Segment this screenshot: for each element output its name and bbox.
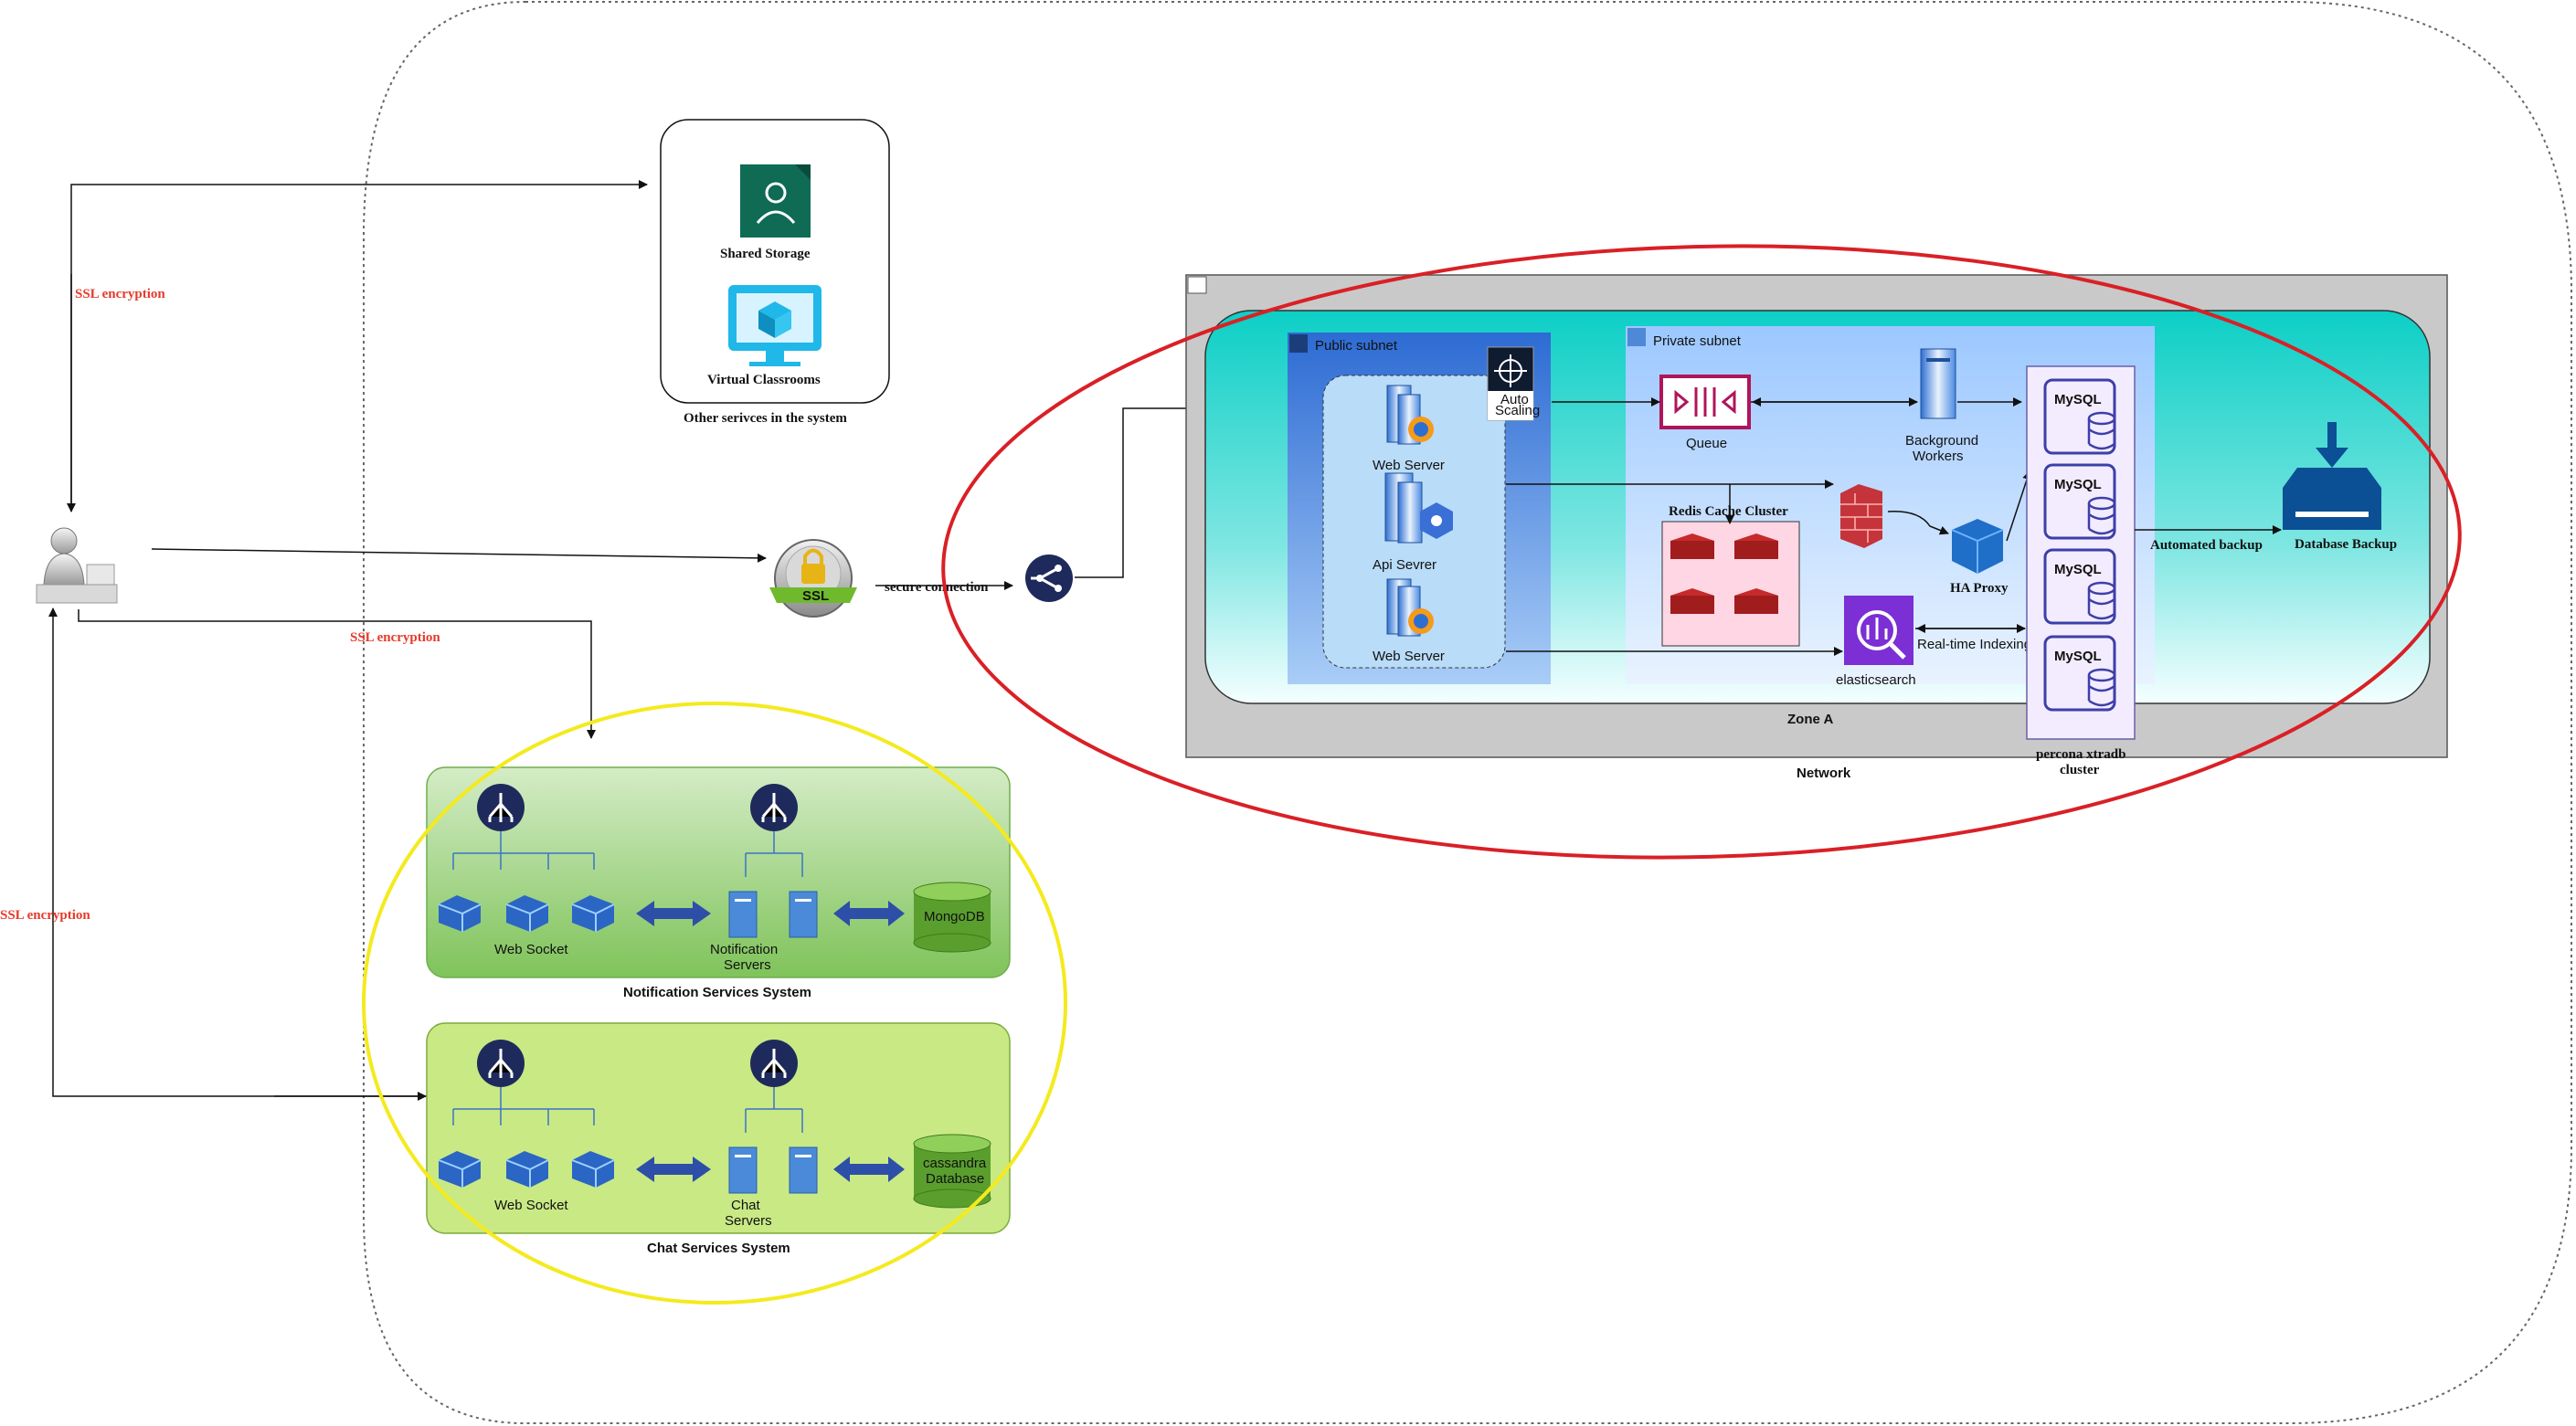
- mysql-node-3-icon[interactable]: MySQL: [2043, 548, 2116, 625]
- shared-storage-label: Shared Storage: [720, 247, 811, 261]
- secure-connection-label: secure connection: [885, 580, 989, 595]
- connector-chat-lb2-fan: [745, 1087, 803, 1133]
- connector-router-to-zone: [1075, 404, 1205, 578]
- connector-chat-lb-fan: [452, 1087, 595, 1125]
- network-label: Network: [1797, 766, 1851, 781]
- mysql-node-1-icon[interactable]: MySQL: [2043, 378, 2116, 455]
- load-balancer-icon: [750, 1040, 798, 1087]
- mysql-node-4-icon[interactable]: MySQL: [2043, 635, 2116, 712]
- private-subnet-icon: [1627, 328, 1646, 346]
- ha-proxy-icon[interactable]: [1951, 519, 2004, 574]
- zone-a-label: Zone A: [1787, 712, 1833, 727]
- svg-text:MySQL: MySQL: [2054, 562, 2102, 577]
- connector-user-to-notification: [78, 609, 596, 739]
- web-socket-icon: [438, 1151, 615, 1188]
- automated-backup-label: Automated backup: [2150, 538, 2263, 553]
- notification-servers-label-1: Notification: [710, 942, 778, 957]
- virtual-classrooms-label: Virtual Classrooms: [707, 373, 821, 387]
- private-subnet-label: Private subnet: [1653, 333, 1742, 349]
- virtual-classrooms-icon[interactable]: [728, 285, 822, 366]
- connector-firewall-haproxy: [1887, 511, 1949, 535]
- chat-servers-label-1: Chat: [731, 1198, 761, 1213]
- highlight-yellow-ellipse: [362, 702, 1067, 1305]
- public-subnet-label: Public subnet: [1315, 338, 1398, 354]
- cassandra-database-icon[interactable]: [913, 1134, 991, 1209]
- web-socket-label-1: Web Socket: [494, 942, 568, 957]
- highlight-red-ellipse: [941, 244, 2462, 860]
- elasticsearch-icon[interactable]: [1844, 596, 1913, 665]
- chat-servers-label-2: Servers: [725, 1213, 772, 1229]
- connector-user-to-ssl: [151, 548, 767, 563]
- double-arrow-icon: [833, 901, 905, 926]
- network-corner-icon: [1187, 276, 1207, 294]
- connector-user-to-other-services: [70, 180, 648, 508]
- notification-system-label: Notification Services System: [623, 985, 811, 1000]
- web-server-2-label: Web Server: [1373, 649, 1445, 664]
- background-workers-label-1: Background: [1905, 433, 1978, 449]
- web-server-1-label: Web Server: [1373, 458, 1445, 473]
- realtime-indexing-label: Real-time Indexing: [1917, 637, 2031, 652]
- connector-chat-to-user: [48, 607, 429, 1097]
- cassandra-label-2: Database: [926, 1171, 984, 1187]
- ha-proxy-label: HA Proxy: [1950, 581, 2009, 596]
- connector-notif-lb2-fan: [745, 831, 803, 877]
- ssl-label-top: SSL encryption: [75, 287, 165, 301]
- svg-text:MySQL: MySQL: [2054, 477, 2102, 492]
- notification-servers-label-2: Servers: [724, 957, 771, 973]
- api-server-label: Api Sevrer: [1373, 557, 1436, 573]
- auto-scaling-icon[interactable]: Auto Scaling: [1487, 346, 1540, 421]
- mysql-node-2-icon[interactable]: MySQL: [2043, 463, 2116, 540]
- chat-system-box: [426, 1022, 1011, 1234]
- percona-label-2: cluster: [2060, 763, 2100, 777]
- router-icon: [1025, 555, 1073, 602]
- web-socket-icon: [438, 895, 615, 932]
- api-server-icon[interactable]: [1384, 472, 1453, 544]
- chat-server-icon: [728, 1146, 818, 1194]
- percona-cluster-box: [2026, 365, 2136, 740]
- double-arrow-icon: [636, 901, 711, 926]
- database-backup-icon[interactable]: [2283, 422, 2381, 530]
- ssl-label-mid: SSL encryption: [350, 630, 440, 645]
- redis-cluster-label: Redis Cache Cluster: [1669, 504, 1788, 519]
- web-socket-label-2: Web Socket: [494, 1198, 568, 1213]
- notification-server-icon: [728, 891, 818, 938]
- web-server-1-icon[interactable]: [1386, 385, 1434, 445]
- chat-system-label: Chat Services System: [647, 1241, 790, 1256]
- web-server-2-icon[interactable]: [1386, 578, 1434, 637]
- other-services-box: [660, 119, 890, 404]
- elasticsearch-label: elasticsearch: [1836, 672, 1916, 688]
- background-workers-icon[interactable]: [1920, 348, 1956, 419]
- ssl-badge-icon: SSL: [769, 539, 857, 618]
- svg-text:MySQL: MySQL: [2054, 649, 2102, 664]
- percona-label-1: percona xtradb: [2036, 747, 2125, 762]
- background-workers-label-2: Workers: [1913, 449, 1964, 464]
- database-backup-label: Database Backup: [2295, 537, 2397, 552]
- public-subnet-icon: [1289, 334, 1308, 353]
- queue-label: Queue: [1686, 436, 1727, 451]
- double-arrow-icon: [833, 1157, 905, 1182]
- svg-text:Auto: Auto: [1500, 392, 1529, 407]
- connector-haproxy-mysql: [2006, 470, 2031, 542]
- svg-text:SSL: SSL: [802, 588, 829, 604]
- load-balancer-icon: [750, 784, 798, 831]
- notification-system-box: [426, 766, 1011, 978]
- user-icon: [36, 527, 118, 604]
- queue-icon[interactable]: [1659, 375, 1751, 429]
- other-services-label: Other serivces in the system: [684, 411, 847, 426]
- svg-text:MySQL: MySQL: [2054, 392, 2102, 407]
- firewall-icon: [1840, 484, 1882, 548]
- svg-text:Scaling: Scaling: [1495, 403, 1540, 418]
- mongodb-icon[interactable]: [913, 882, 991, 953]
- load-balancer-icon: [477, 784, 525, 831]
- connector-notif-lb-fan: [452, 831, 595, 870]
- mongodb-label: MongoDB: [924, 909, 985, 924]
- load-balancer-icon: [477, 1040, 525, 1087]
- cassandra-label-1: cassandra: [923, 1156, 987, 1171]
- shared-storage-icon[interactable]: [740, 164, 811, 238]
- double-arrow-icon: [636, 1157, 711, 1182]
- redis-node-icon: [1670, 533, 1778, 614]
- ssl-label-left: SSL encryption: [0, 908, 90, 923]
